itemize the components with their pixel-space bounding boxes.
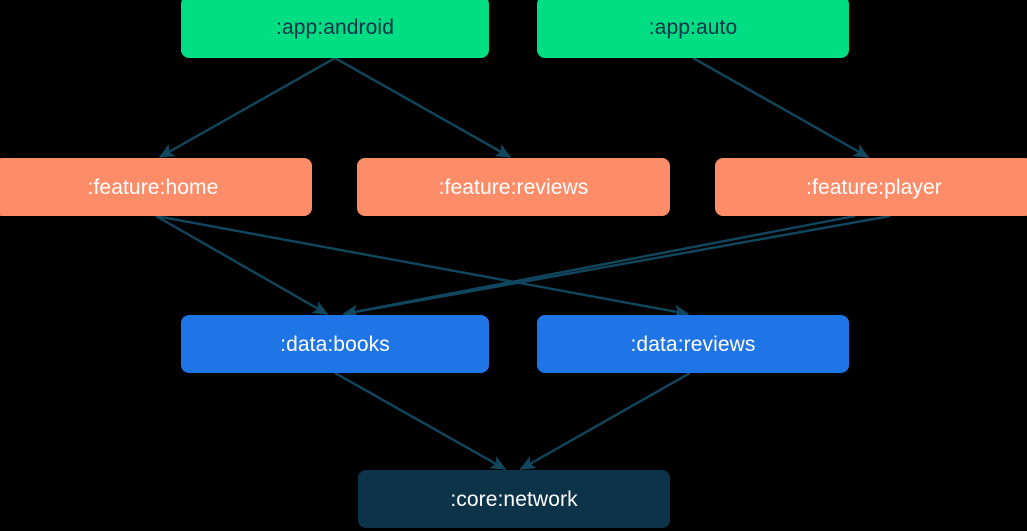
graph-edge (158, 56, 336, 159)
graph-node-data-reviews[interactable]: :data:reviews (537, 315, 849, 373)
graph-edge (334, 56, 512, 159)
graph-edge (519, 371, 691, 471)
graph-node-feature-player[interactable]: :feature:player (715, 158, 1027, 216)
graph-node-label: :app:android (276, 15, 394, 39)
graph-node-label: :data:books (280, 332, 390, 356)
graph-node-data-books[interactable]: :data:books (181, 315, 489, 373)
graph-edge (334, 371, 507, 471)
graph-edge (342, 214, 856, 319)
graph-node-app-android[interactable]: :app:android (181, 0, 489, 58)
graph-edge (155, 214, 690, 319)
graph-node-feature-reviews[interactable]: :feature:reviews (357, 158, 670, 216)
graph-node-app-auto[interactable]: :app:auto (537, 0, 849, 58)
graph-node-label: :feature:home (87, 175, 219, 199)
graph-edge (692, 56, 870, 159)
graph-node-feature-home[interactable]: :feature:home (0, 158, 312, 216)
graph-edge (155, 214, 329, 316)
graph-node-label: :app:auto (648, 15, 738, 39)
graph-node-label: :feature:reviews (438, 175, 589, 199)
graph-node-label: :data:reviews (630, 332, 756, 356)
graph-node-label: :feature:player (806, 175, 942, 199)
graph-node-core-network[interactable]: :core:network (358, 470, 670, 528)
graph-node-label: :core:network (450, 487, 578, 511)
